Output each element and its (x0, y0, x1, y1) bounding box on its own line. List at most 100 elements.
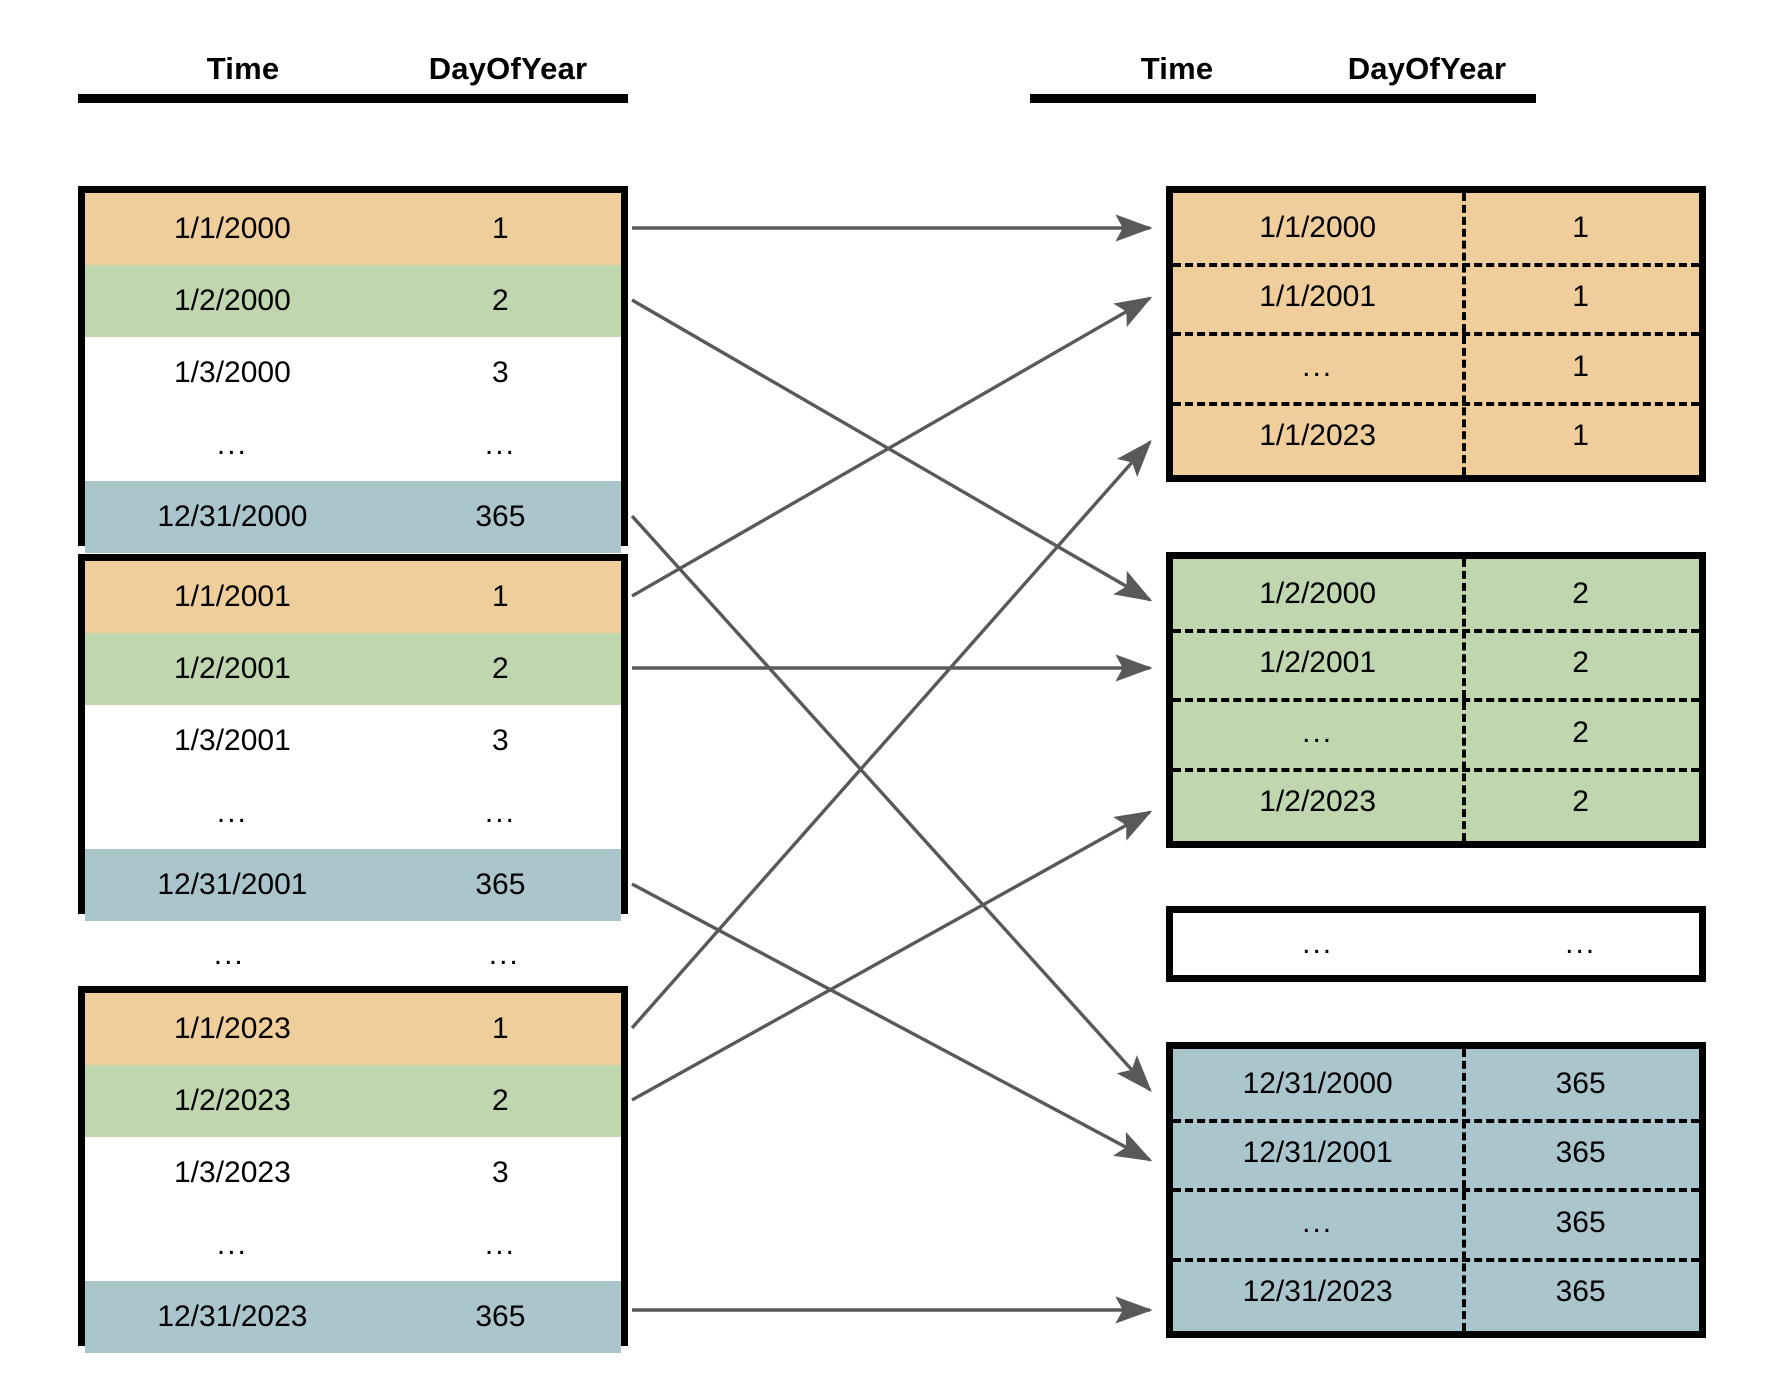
cell-dayofyear: 2 (1572, 785, 1589, 819)
cell-dayofyear: 1 (492, 580, 509, 613)
cell-time: ... (216, 796, 248, 829)
cell-dayofyear: 2 (492, 284, 509, 317)
table-row: 1/1/2023 1 (1173, 402, 1699, 472)
table-row: 1/3/2023 3 (85, 1137, 621, 1209)
column-divider (1462, 1049, 1467, 1331)
table-row: 12/31/2023 365 (1173, 1258, 1699, 1328)
table-row: 1/1/2001 1 (1173, 263, 1699, 333)
table-row: 1/2/2001 2 (1173, 629, 1699, 699)
right-header: Time DayOfYear (1030, 46, 1536, 103)
cell-time: ... (213, 938, 245, 971)
cell-time: 1/2/2000 (1259, 576, 1377, 610)
cell-time: 1/2/2001 (1259, 646, 1377, 680)
cell-dayofyear: 365 (1555, 1136, 1606, 1170)
cell-dayofyear: ... (484, 796, 516, 829)
row-divider (1173, 1257, 1699, 1262)
arrow-1-1-2001-to-doy1 (631, 296, 1153, 598)
table-row: 1/1/2001 1 (85, 561, 621, 633)
table-row: 12/31/2000 365 (85, 481, 621, 553)
cell-dayofyear: 365 (475, 500, 526, 533)
cell-time: 1/2/2023 (174, 1084, 291, 1117)
cell-time: 1/1/2023 (174, 1012, 291, 1045)
row-divider (1173, 628, 1699, 633)
table-row: ... 2 (1173, 698, 1699, 768)
cell-time: 12/31/2000 (157, 500, 308, 533)
cell-dayofyear: 2 (1572, 715, 1589, 749)
cell-time: 12/31/2000 (1242, 1066, 1393, 1100)
cell-dayofyear: 365 (475, 868, 526, 901)
cell-time: ... (1302, 927, 1334, 960)
table-row: 12/31/2001 365 (1173, 1119, 1699, 1189)
left-header: Time DayOfYear (78, 46, 628, 103)
arrow-12-31-2001-to-doy365 (631, 882, 1153, 1162)
right-table-dayofyear-365: 12/31/2000 365 12/31/2001 365 ... 365 12… (1166, 1042, 1706, 1338)
arrow-1-2-2000-to-doy2 (631, 298, 1153, 602)
table-row: 1/2/2000 2 (85, 265, 621, 337)
cell-dayofyear: ... (484, 1228, 516, 1261)
left-header-dayofyear: DayOfYear (428, 51, 588, 86)
left-table-year-2001: 1/1/2001 1 1/2/2001 2 1/3/2001 3 ... ...… (78, 554, 628, 921)
arrow-1-1-2023-to-doy1 (630, 439, 1152, 1030)
arrow-12-31-2000-to-doy365 (630, 514, 1152, 1093)
cell-dayofyear: ... (1565, 927, 1597, 960)
arrow-1-2-2023-to-doy2 (631, 810, 1153, 1102)
left-header-time: Time (206, 51, 280, 86)
table-row: 1/3/2001 3 (85, 705, 621, 777)
left-header-rule (78, 94, 628, 103)
cell-dayofyear: 1 (492, 212, 509, 245)
cell-time: 1/2/2023 (1259, 785, 1377, 819)
right-header-time: Time (1140, 51, 1214, 86)
table-row: ... ... (85, 777, 621, 849)
table-row: 12/31/2023 365 (85, 1281, 621, 1353)
cell-dayofyear: 1 (1572, 349, 1589, 383)
cell-dayofyear: 2 (1572, 576, 1589, 610)
cell-time: 1/2/2001 (174, 652, 291, 685)
left-table-year-2023: 1/1/2023 1 1/2/2023 2 1/3/2023 3 ... ...… (78, 986, 628, 1353)
table-row: 1/1/2000 1 (1173, 193, 1699, 263)
left-table-year-2000: 1/1/2000 1 1/2/2000 2 1/3/2000 3 ... ...… (78, 186, 628, 553)
cell-time: 1/1/2000 (1259, 210, 1377, 244)
right-table-dayofyear-2: 1/2/2000 2 1/2/2001 2 ... 2 1/2/2023 2 (1166, 552, 1706, 848)
cell-dayofyear: 1 (1572, 419, 1589, 453)
cell-time: 12/31/2001 (1242, 1136, 1393, 1170)
cell-dayofyear: 2 (1572, 646, 1589, 680)
row-divider (1173, 1118, 1699, 1123)
left-gap-ellipsis-row: ... ... (78, 928, 628, 982)
row-divider (1173, 1188, 1699, 1192)
cell-dayofyear: 1 (1572, 280, 1589, 314)
table-row: 1/2/2023 2 (85, 1065, 621, 1137)
table-row: ... ... (1173, 913, 1699, 975)
table-row: ... ... (85, 1209, 621, 1281)
cell-dayofyear: 1 (492, 1012, 509, 1045)
cell-time: 12/31/2023 (157, 1300, 308, 1333)
cell-time: 1/1/2023 (1259, 419, 1377, 453)
table-row: 12/31/2000 365 (1173, 1049, 1699, 1119)
cell-time: ... (1302, 349, 1334, 383)
cell-dayofyear: 3 (492, 1156, 509, 1189)
table-row: 1/1/2000 1 (85, 193, 621, 265)
cell-dayofyear: 365 (1555, 1066, 1606, 1100)
cell-time: ... (216, 428, 248, 461)
column-divider (1462, 193, 1467, 475)
cell-time: 1/1/2001 (1259, 280, 1377, 314)
row-divider (1173, 698, 1699, 702)
table-row: 1/2/2023 2 (1173, 768, 1699, 838)
cell-dayofyear: 2 (492, 652, 509, 685)
cell-dayofyear: 365 (475, 1300, 526, 1333)
cell-time: 1/2/2000 (174, 284, 291, 317)
cell-time: ... (1302, 1205, 1334, 1239)
column-divider (1462, 559, 1467, 841)
cell-dayofyear: 3 (492, 724, 509, 757)
right-table-dayofyear-1: 1/1/2000 1 1/1/2001 1 ... 1 1/1/2023 1 (1166, 186, 1706, 482)
cell-time: 1/3/2001 (174, 724, 291, 757)
table-row: 1/3/2000 3 (85, 337, 621, 409)
row-divider (1173, 262, 1699, 267)
table-row: ... 1 (1173, 332, 1699, 402)
table-row: 1/2/2001 2 (85, 633, 621, 705)
cell-time: 1/3/2000 (174, 356, 291, 389)
table-row: 12/31/2001 365 (85, 849, 621, 921)
cell-dayofyear: ... (488, 938, 520, 971)
table-row: ... 365 (1173, 1188, 1699, 1258)
cell-time: 12/31/2001 (157, 868, 308, 901)
row-divider (1173, 332, 1699, 336)
